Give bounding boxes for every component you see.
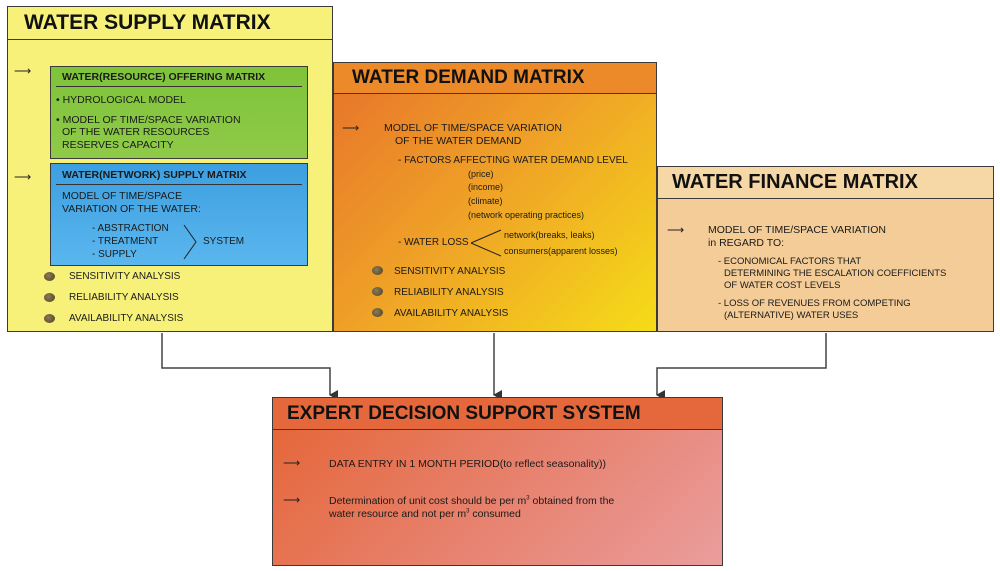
network-model-line1: MODEL OF TIME/SPACE [62, 190, 182, 202]
demand-factor-climate: (climate) [468, 196, 503, 206]
expert-m3-sup-2: 3 [466, 508, 470, 515]
expert-determination-line1-b: obtained from the [529, 495, 615, 507]
network-sub-treatment: - TREATMENT [92, 236, 159, 247]
demand-model-line2: OF THE WATER DEMAND [395, 135, 522, 147]
supply-sensitivity-analysis: SENSITIVITY ANALYSIS [69, 271, 181, 282]
expert-decision-support-panel [272, 428, 723, 566]
water-demand-matrix-title-bar: WATER DEMAND MATRIX [333, 62, 657, 94]
finance-model-line2: in REGARD TO: [708, 237, 785, 249]
demand-sensitivity-analysis: SENSITIVITY ANALYSIS [394, 266, 506, 277]
expert-determination-line2: water resource and not per m3 consumed [329, 508, 521, 520]
water-demand-matrix-panel [333, 92, 657, 332]
resource-item-hydrological: • HYDROLOGICAL MODEL [56, 94, 186, 106]
demand-factor-income: (income) [468, 182, 504, 192]
water-finance-matrix-title-bar: WATER FINANCE MATRIX [657, 166, 994, 199]
resource-offering-matrix-box [50, 66, 308, 159]
expert-data-entry: DATA ENTRY IN 1 MONTH PERIOD(to reflect … [329, 458, 606, 470]
resource-item-model-line2: OF THE WATER RESOURCES [62, 126, 210, 138]
resource-item-model-line1: • MODEL OF TIME/SPACE VARIATION [56, 114, 241, 126]
resource-offering-matrix-title: WATER(RESOURCE) OFFERING MATRIX [62, 71, 266, 83]
network-sub-supply: - SUPPLY [92, 249, 137, 260]
demand-model-line1: MODEL OF TIME/SPACE VARIATION [384, 122, 562, 134]
finance-to-expert-connector [656, 333, 827, 400]
supply-sensitivity-bullet-icon [44, 272, 55, 281]
supply-network-arrow-icon: ⟶ [14, 170, 32, 184]
network-system-brace-icon [183, 224, 197, 260]
water-supply-matrix-title-bar: WATER SUPPLY MATRIX [7, 6, 333, 40]
demand-reliability-analysis: RELIABILITY ANALYSIS [394, 287, 504, 298]
network-system-label: SYSTEM [203, 236, 245, 247]
demand-reliability-bullet-icon [372, 287, 383, 296]
resource-title-divider [56, 86, 302, 87]
water-finance-matrix-title: WATER FINANCE MATRIX [672, 171, 918, 193]
finance-loss-line2: (ALTERNATIVE) WATER USES [724, 310, 859, 321]
water-loss-fork-icon [470, 229, 502, 257]
demand-factor-price: (price) [468, 169, 494, 179]
demand-factor-network-practices: (network operating practices) [468, 210, 585, 220]
demand-loss-consumers: consumers(apparent losses) [504, 246, 618, 256]
network-title-divider [56, 184, 302, 185]
supply-availability-analysis: AVAILABILITY ANALYSIS [69, 313, 184, 324]
supply-resource-arrow-icon: ⟶ [14, 64, 32, 78]
finance-economical-line1: - ECONOMICAL FACTORS THAT [718, 256, 862, 267]
network-model-line2: VARIATION OF THE WATER: [62, 203, 201, 215]
resource-item-model-line3: RESERVES CAPACITY [62, 139, 174, 151]
network-supply-matrix-box [50, 163, 308, 266]
supply-reliability-analysis: RELIABILITY ANALYSIS [69, 292, 179, 303]
finance-model-line1: MODEL OF TIME/SPACE VARIATION [708, 224, 886, 236]
expert-determination-line2-a: water resource and not per m [329, 508, 467, 520]
finance-economical-line2: DETERMINING THE ESCALATION COEFFICIENTS [724, 268, 947, 279]
supply-availability-bullet-icon [44, 314, 55, 323]
demand-loss-network: network(breaks, leaks) [504, 230, 595, 240]
demand-model-arrow-icon: ⟶ [342, 121, 360, 135]
finance-model-arrow-icon: ⟶ [667, 223, 685, 237]
demand-factors-label: - FACTORS AFFECTING WATER DEMAND LEVEL [398, 155, 628, 166]
expert-decision-support-title: EXPERT DECISION SUPPORT SYSTEM [287, 402, 641, 424]
water-supply-matrix-title: WATER SUPPLY MATRIX [24, 11, 271, 34]
expert-determination-line1: Determination of unit cost should be per… [329, 495, 614, 507]
supply-to-expert-connector [161, 333, 338, 400]
expert-determination-line1-a: Determination of unit cost should be per… [329, 495, 527, 507]
water-demand-matrix-title: WATER DEMAND MATRIX [352, 67, 585, 88]
expert-entry-arrow-icon: ⟶ [283, 456, 301, 470]
expert-decision-support-title-bar: EXPERT DECISION SUPPORT SYSTEM [272, 397, 723, 430]
expert-determination-line2-b: consumed [469, 508, 521, 520]
water-finance-matrix-panel [657, 197, 994, 332]
expert-determination-arrow-icon: ⟶ [283, 493, 301, 507]
demand-availability-analysis: AVAILABILITY ANALYSIS [394, 308, 509, 319]
expert-m3-sup-1: 3 [526, 495, 530, 502]
demand-sensitivity-bullet-icon [372, 266, 383, 275]
supply-reliability-bullet-icon [44, 293, 55, 302]
finance-economical-line3: OF WATER COST LEVELS [724, 280, 841, 291]
demand-availability-bullet-icon [372, 308, 383, 317]
network-supply-matrix-title: WATER(NETWORK) SUPPLY MATRIX [62, 169, 247, 181]
finance-loss-line1: - LOSS OF REVENUES FROM COMPETING [718, 298, 911, 309]
demand-water-loss-label: - WATER LOSS [398, 237, 469, 248]
network-sub-abstraction: - ABSTRACTION [92, 223, 169, 234]
